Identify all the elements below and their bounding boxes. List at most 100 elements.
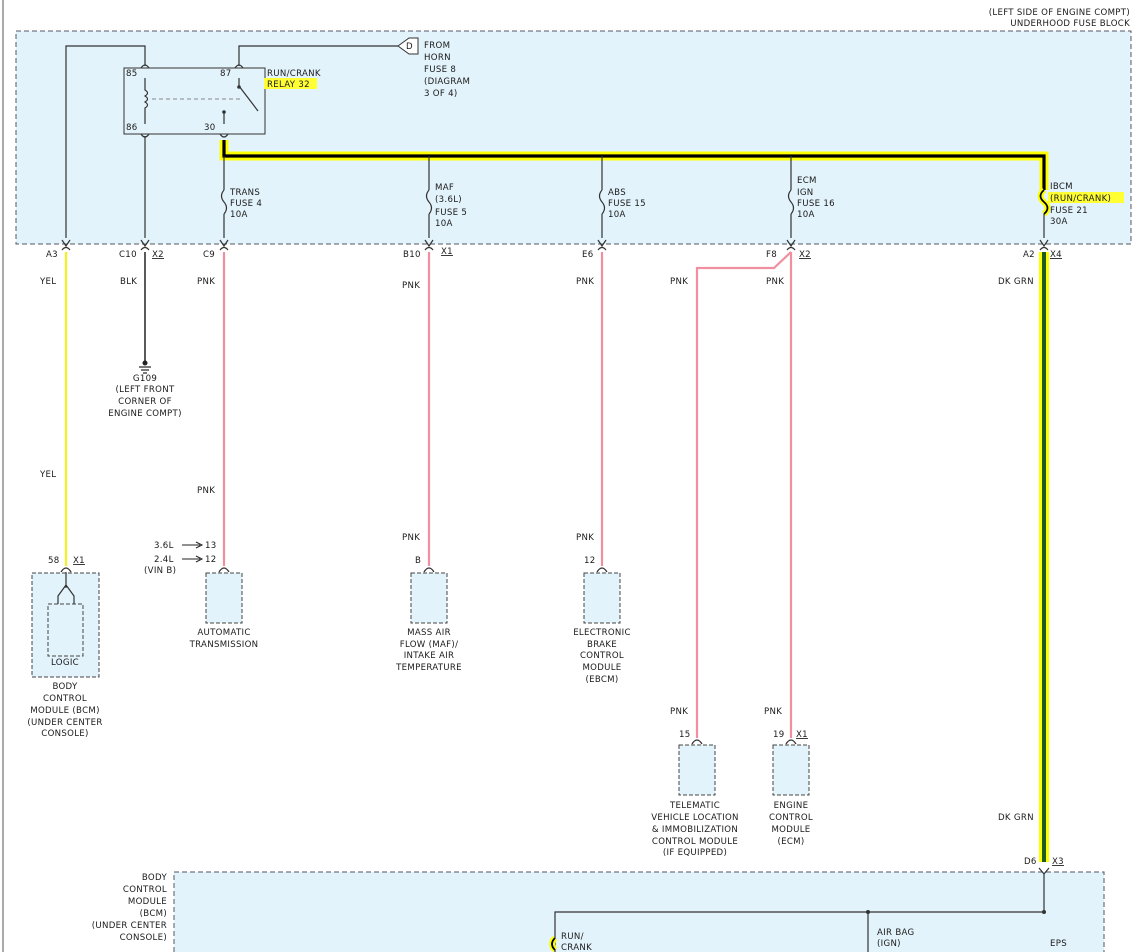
trans-pin-24: 12 — [205, 555, 217, 565]
wire-pnk-telematic-label-2: PNK — [670, 707, 688, 717]
fuse-ibcm-line1: IBCM — [1050, 182, 1073, 192]
ecm-outline — [772, 744, 810, 796]
maf-line2: FLOW (MAF)/ — [400, 640, 459, 650]
maf-pin: B — [415, 556, 421, 566]
relay-name-line2: RELAY 32 — [267, 80, 310, 90]
trans-note-24: 2.4L — [154, 555, 174, 565]
trans-note-36: 3.6L — [154, 541, 174, 551]
fuse-abs-line1: ABS — [608, 188, 626, 198]
maf-component: B MASS AIR FLOW (MAF)/ INTAKE AIR TEMPER… — [395, 556, 462, 673]
conn-c10: C10 — [119, 250, 137, 260]
bus-bar — [222, 140, 1046, 190]
wire-blk-label: BLK — [120, 277, 137, 287]
trans-line2: TRANSMISSION — [189, 640, 259, 650]
bcm-bottom-line5: (UNDER CENTER — [92, 921, 167, 931]
ground-line3: ENGINE COMPT) — [108, 409, 182, 419]
fuse-maf-line1: MAF — [435, 183, 454, 193]
maf-line3: INTAKE AIR — [404, 651, 455, 661]
connector-terminals-lower — [61, 246, 1049, 251]
bcm-bottom-line3: MODULE — [128, 897, 167, 907]
trans-vin: (VIN B) — [144, 566, 176, 576]
conn-c10-x2: X2 — [152, 250, 164, 260]
relay-body — [123, 67, 266, 135]
component-terminal-arcs — [60, 567, 797, 745]
telematic-component: 15 TELEMATIC VEHICLE LOCATION & IMMOBILI… — [651, 730, 738, 858]
ground-node — [142, 360, 148, 366]
fuse-maf-5 — [425, 189, 433, 215]
wire-pnk-telematic — [695, 251, 792, 738]
trans-line1: AUTOMATIC — [197, 628, 250, 638]
ground-line1: (LEFT FRONT — [116, 385, 175, 395]
maf-outline — [410, 572, 448, 624]
bcm-line4: (UNDER CENTER — [27, 718, 102, 728]
ebcm-pin: 12 — [584, 556, 596, 566]
ground-symbol — [139, 360, 151, 374]
conn-b10-x1: X1 — [441, 247, 453, 257]
fuse-trans-4 — [220, 189, 228, 215]
bus-branches — [223, 156, 792, 190]
fuse-ecm-line4: 10A — [797, 210, 815, 220]
ecm-line3: MODULE — [771, 825, 810, 835]
bcm-bottom-conn: X3 — [1052, 857, 1064, 867]
ebcm-line1: ELECTRONIC — [573, 628, 631, 638]
ebcm-line4: MODULE — [582, 663, 621, 673]
fuse-maf-line3: FUSE 5 — [435, 208, 467, 218]
bcm-bottom-junction-1 — [866, 910, 870, 914]
bcm-bottom-pin: D6 — [1024, 857, 1037, 867]
conn-a2: A2 — [1023, 250, 1035, 260]
relay-name-line1: RUN/CRANK — [267, 69, 321, 79]
bcm-bottom-line4: (BCM) — [140, 909, 167, 919]
fuse-abs-15 — [598, 189, 606, 215]
wire-pnk-maf-label-1: PNK — [402, 281, 420, 291]
relay-pin-87: 87 — [220, 69, 232, 79]
underhood-fuse-block — [15, 30, 1132, 245]
trans-component: 3.6L 13 2.4L 12 (VIN B) AUTOMATIC TRANSM… — [144, 541, 258, 650]
trans-arrow-24 — [182, 555, 204, 563]
telematic-line4: CONTROL MODULE — [652, 837, 738, 847]
bcm-pin: 58 — [48, 556, 60, 566]
conn-a3: A3 — [46, 250, 58, 260]
connector-terminals — [61, 239, 1049, 248]
connector-labels: A3 C10 X2 C9 B10 X1 E6 F8 X2 A2 X4 — [46, 247, 1062, 260]
conn-b10: B10 — [403, 250, 421, 260]
horn-ref-line3: FUSE 8 — [424, 65, 456, 75]
bcm-airbag-l1: AIR BAG — [877, 928, 915, 938]
relay-coil — [143, 78, 149, 124]
maf-line1: MASS AIR — [407, 628, 451, 638]
bcm-eps-l1: EPS — [1050, 939, 1067, 949]
ebcm-line2: BRAKE — [587, 640, 617, 650]
maf-line4: TEMPERATURE — [395, 663, 462, 673]
fuse-trans-line1: TRANS — [229, 188, 260, 198]
fuse-maf-line2: (3.6L) — [435, 195, 462, 205]
fuse-ibcm-21 — [1039, 189, 1049, 215]
run-crank-relay: 85 86 87 30 RUN/CRANK RELAY 32 — [123, 67, 321, 135]
ecm-line1: ENGINE — [774, 801, 809, 811]
telematic-pin: 15 — [679, 730, 691, 740]
fuse-ecm-line3: FUSE 16 — [797, 199, 835, 209]
bcm-logic-box — [47, 603, 84, 657]
bcm-bottom-internal-bus — [554, 874, 1045, 952]
wire-relay87-to-horn — [238, 45, 398, 66]
fuse-ecm-line2: IGN — [797, 188, 814, 198]
relay-name-highlight — [264, 78, 317, 89]
bcm-bottom-line1: BODY — [142, 873, 168, 883]
telematic-line3: & IMMOBILIZATION — [652, 825, 738, 835]
conn-a2-x4: X4 — [1050, 250, 1062, 260]
fuse-ibcm-line2: (RUN/CRANK) — [1050, 194, 1111, 204]
wire-pnk-ebcm-label-2: PNK — [576, 533, 594, 543]
trans-arrow-36 — [182, 541, 204, 549]
relay-pin-30: 30 — [204, 123, 216, 133]
conn-e6: E6 — [582, 250, 594, 260]
horn-ref-label: FROM HORN FUSE 8 (DIAGRAM 3 OF 4) — [424, 41, 470, 99]
fuse-symbols — [220, 187, 1051, 217]
wire-pnk-maf-label-2: PNK — [402, 533, 420, 543]
bcm-bottom-line6: CONSOLE) — [120, 933, 167, 943]
horn-ref-arrow — [397, 37, 419, 55]
bcm-bottom-line2: CONTROL — [123, 885, 167, 895]
fuse-ibcm-line4: 30A — [1050, 217, 1068, 227]
relay-contact-87 — [237, 85, 241, 89]
wire-pnk-ecm-label-2: PNK — [764, 707, 782, 717]
wire-dkgrn-label-1: DK GRN — [998, 277, 1034, 287]
telematic-line5: (IF EQUIPPED) — [663, 848, 727, 858]
telematic-line1: TELEMATIC — [669, 801, 720, 811]
